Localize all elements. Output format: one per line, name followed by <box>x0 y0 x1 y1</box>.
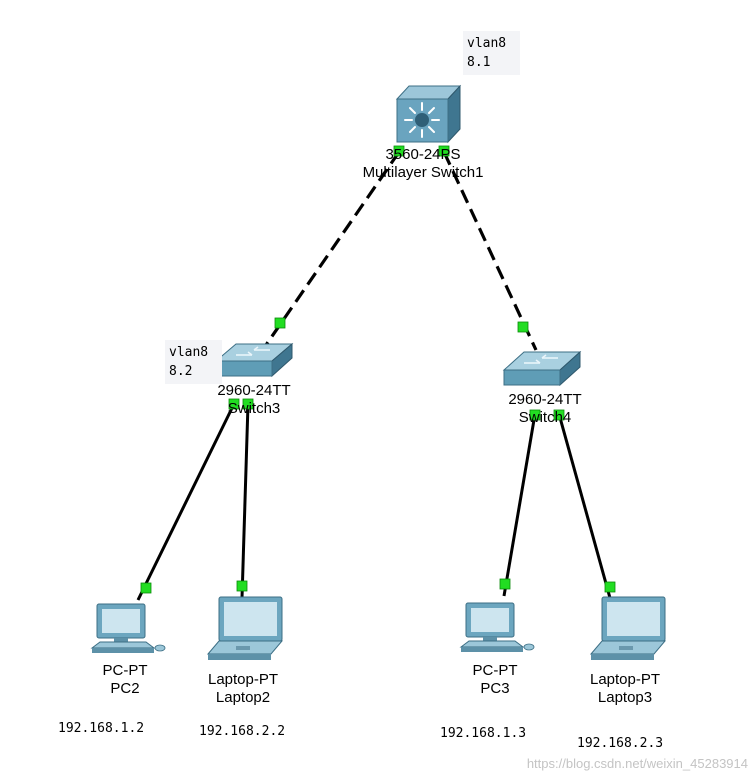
multilayer-switch-icon[interactable] <box>395 84 462 144</box>
laptop3-label: Laptop-PT Laptop3 <box>590 671 660 707</box>
link-light <box>242 398 254 410</box>
link-lights <box>140 145 616 594</box>
link-light <box>393 145 405 157</box>
device-name: Switch4 <box>518 409 572 426</box>
link-switch3-pc2[interactable] <box>136 403 236 601</box>
laptop2-icon[interactable] <box>206 596 284 660</box>
link-light <box>228 398 240 410</box>
pc3-label: PC-PT PC3 <box>473 662 518 698</box>
link-light <box>236 580 248 592</box>
link-light <box>499 578 511 590</box>
laptop3-icon[interactable] <box>589 596 667 660</box>
link-msw-switch4[interactable] <box>442 151 538 351</box>
link-light <box>553 409 565 421</box>
link-switch4-laptop3[interactable] <box>557 413 612 599</box>
link-light <box>517 321 529 333</box>
switch3-icon[interactable] <box>214 342 294 378</box>
device-name: Multilayer Switch1 <box>362 164 484 181</box>
link-light <box>140 582 152 594</box>
device-model: PC-PT <box>472 662 518 679</box>
device-model: Laptop-PT <box>207 671 279 688</box>
device-name: Switch3 <box>227 400 281 417</box>
device-name: Laptop2 <box>215 689 271 706</box>
laptop2-ip: 192.168.2.2 <box>199 724 286 739</box>
link-light <box>604 581 616 593</box>
note-line-1: vlan8 <box>467 36 507 51</box>
device-model: 2960-24TT <box>217 382 291 399</box>
laptop3-ip: 192.168.2.3 <box>577 736 664 751</box>
device-name: PC3 <box>480 680 510 697</box>
vlan-note-top[interactable]: vlan8 8.1 <box>463 31 520 75</box>
link-msw-switch3[interactable] <box>264 151 401 346</box>
switch3-label: 2960-24TT Switch3 <box>217 382 290 418</box>
device-model: Laptop-PT <box>589 671 661 688</box>
switch4-label: 2960-24TT Switch4 <box>508 391 581 427</box>
link-switch4-pc3[interactable] <box>502 413 537 597</box>
link-light <box>438 145 450 157</box>
multilayer-switch-label: 3560-24PS Multilayer Switch1 <box>363 146 484 182</box>
pc2-label: PC-PT PC2 <box>103 662 148 698</box>
device-model: 3560-24PS <box>385 146 461 163</box>
device-model: PC-PT <box>102 662 148 679</box>
link-light <box>529 409 541 421</box>
pc3-ip: 192.168.1.3 <box>440 726 527 741</box>
device-model: 2960-24TT <box>508 391 582 408</box>
link-light <box>274 317 286 329</box>
laptop2-label: Laptop-PT Laptop2 <box>208 671 278 707</box>
pc3-icon[interactable] <box>459 602 535 652</box>
pc2-ip: 192.168.1.2 <box>58 721 145 736</box>
switch4-icon[interactable] <box>502 350 582 387</box>
link-switch3-laptop2[interactable] <box>240 403 250 599</box>
pc2-icon[interactable] <box>90 603 166 653</box>
note-line-2: 8.2 <box>169 364 193 379</box>
note-line-1: vlan8 <box>169 345 209 360</box>
note-line-2: 8.1 <box>467 55 491 70</box>
device-name: Laptop3 <box>597 689 653 706</box>
vlan-note-left[interactable]: vlan8 8.2 <box>165 340 222 384</box>
device-name: PC2 <box>110 680 140 697</box>
watermark: https://blog.csdn.net/weixin_45283914 <box>526 756 748 771</box>
